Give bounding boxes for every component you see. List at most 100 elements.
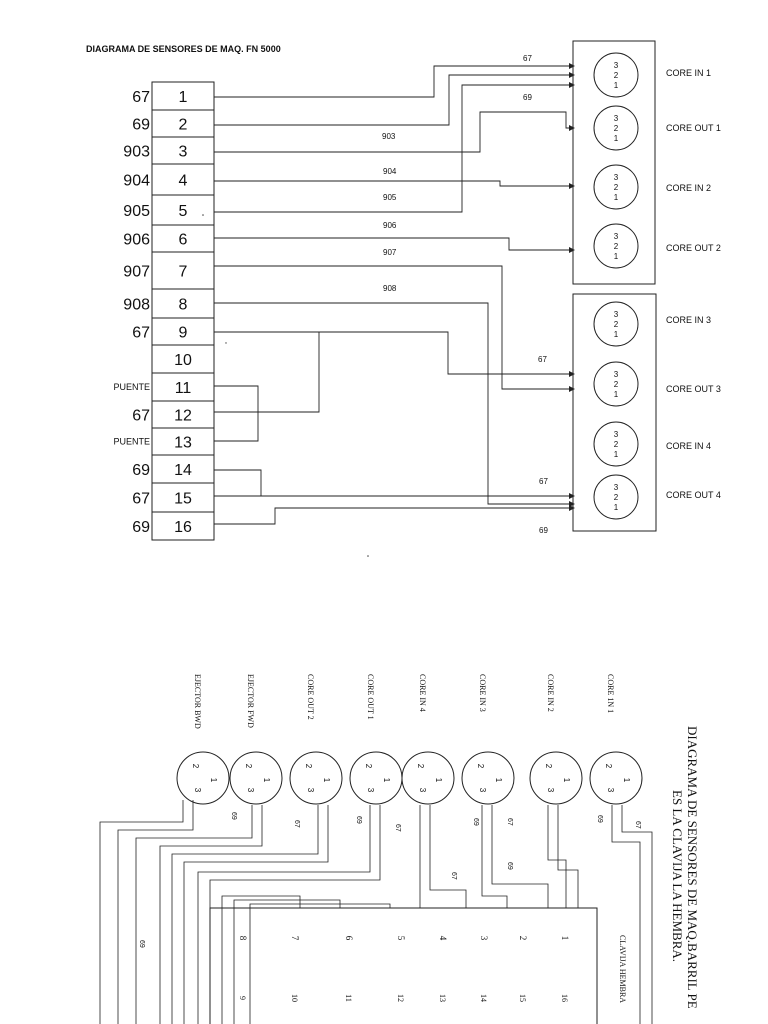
bottom-wire-labels: 69 69 67 67 69 67 69 67 69 67 (138, 812, 641, 948)
connector-pin: 1 (614, 252, 619, 261)
wire-label: 67 (523, 54, 532, 63)
wire-label: 69 (230, 812, 237, 820)
wire-label: 67 (450, 872, 457, 880)
plug-pin-number: 4 (438, 936, 448, 941)
terminal-wire-number: 906 (123, 232, 150, 249)
connector-pin: 2 (364, 764, 373, 769)
wire-label: 907 (383, 248, 397, 257)
connector-pin: 3 (193, 788, 202, 793)
terminal-wire-number: PUENTE (113, 382, 150, 392)
wire-label: 69 (596, 815, 603, 823)
plug-pin-number: 6 (344, 936, 354, 941)
plug-pin-number: 1 (560, 936, 570, 941)
connector-circle (593, 105, 639, 151)
sensor-label: CORE OUT 1 (366, 674, 375, 720)
connector-circle (176, 751, 230, 805)
sensor-label: CORE OUT 2 (306, 674, 315, 720)
wire-label: 906 (383, 221, 397, 230)
bottom-title-line2: ES LA CLAVIJA LA HEMBRA. (670, 790, 685, 962)
sensor-label: CORE IN 3 (478, 674, 487, 712)
plug-pin-number: 15 (518, 994, 527, 1002)
connector-label: CORE OUT 4 (666, 490, 721, 500)
terminal-wire-number: 904 (123, 173, 150, 190)
connector-circle (593, 223, 639, 269)
connector-pin: 1 (209, 778, 218, 783)
terminal-pin-number: 12 (174, 408, 192, 425)
connector-pin: 3 (614, 370, 619, 379)
terminal-wire-number: 67 (132, 89, 150, 106)
wire-label: 67 (506, 818, 513, 826)
connector-pin: 3 (306, 788, 315, 793)
connector-circle (461, 751, 515, 805)
connector-pin: 2 (544, 764, 553, 769)
wire-label: 904 (383, 167, 397, 176)
terminal-row: 269 (132, 109, 214, 134)
wire-label: 69 (539, 526, 548, 535)
connector-pin: 2 (614, 380, 619, 389)
connector-circle (593, 421, 639, 467)
wire-label: 67 (394, 824, 401, 832)
connector-circle (289, 751, 343, 805)
plug-pin-number: 8 (238, 936, 248, 941)
wire-label: 903 (382, 132, 396, 141)
connector-circle (593, 301, 639, 347)
terminal-rows: 1672693903490459056906790789089671011PUE… (113, 89, 214, 536)
terminal-pin-number: 7 (179, 264, 188, 281)
terminal-wire-number: PUENTE (113, 437, 150, 447)
connector-pin: 2 (416, 764, 425, 769)
wire-label: 905 (383, 193, 397, 202)
connector-pin: 1 (622, 778, 631, 783)
bottom-title: DIAGRAMA DE SENSORES DE MAQ.BARRIL PE ES… (670, 726, 700, 1009)
plug-pin-number: 11 (344, 994, 353, 1002)
plug-pin-number: 7 (290, 936, 300, 941)
connector-pin: 3 (614, 114, 619, 123)
terminal-wire-number: 908 (123, 297, 150, 314)
connector-pin: 3 (614, 173, 619, 182)
terminal-wire-number: 67 (132, 491, 150, 508)
wire-label: 69 (355, 816, 362, 824)
connector-pin: 3 (366, 788, 375, 793)
wire-label: 69 (138, 940, 145, 948)
plug-pin-number: 3 (479, 936, 489, 941)
connector-pin: 3 (246, 788, 255, 793)
wire-label: 67 (293, 820, 300, 828)
terminal-pin-number: 2 (179, 117, 188, 134)
connector-pin: 2 (614, 183, 619, 192)
wire-label: 69 (506, 862, 513, 870)
sensor-label: CORE IN 2 (546, 674, 555, 712)
connector-pin: 1 (262, 778, 271, 783)
connector-circle (349, 751, 403, 805)
connector-label: CORE IN 2 (666, 183, 711, 193)
connector-pin: 1 (614, 503, 619, 512)
connector-pin: 3 (606, 788, 615, 793)
scan-marks (202, 214, 369, 557)
top-arrowheads (569, 63, 575, 511)
terminal-pin-number: 1 (179, 89, 188, 106)
top-wire-labels: 67 69 903 904 905 906 907 908 67 67 69 (382, 54, 548, 535)
sensor-label: CORE IN 4 (418, 674, 427, 712)
plug-label: CLAVIJA HEMBRA (618, 935, 627, 1003)
connector-pin: 1 (614, 390, 619, 399)
terminal-wire-number: 69 (132, 462, 150, 479)
connector-pin: 2 (304, 764, 313, 769)
connector-pin: 2 (614, 242, 619, 251)
connector-pin: 1 (614, 81, 619, 90)
connector-label: CORE OUT 3 (666, 384, 721, 394)
terminal-row: 10 (152, 344, 214, 369)
connector-pin: 3 (614, 483, 619, 492)
terminal-pin-number: 5 (179, 203, 188, 220)
